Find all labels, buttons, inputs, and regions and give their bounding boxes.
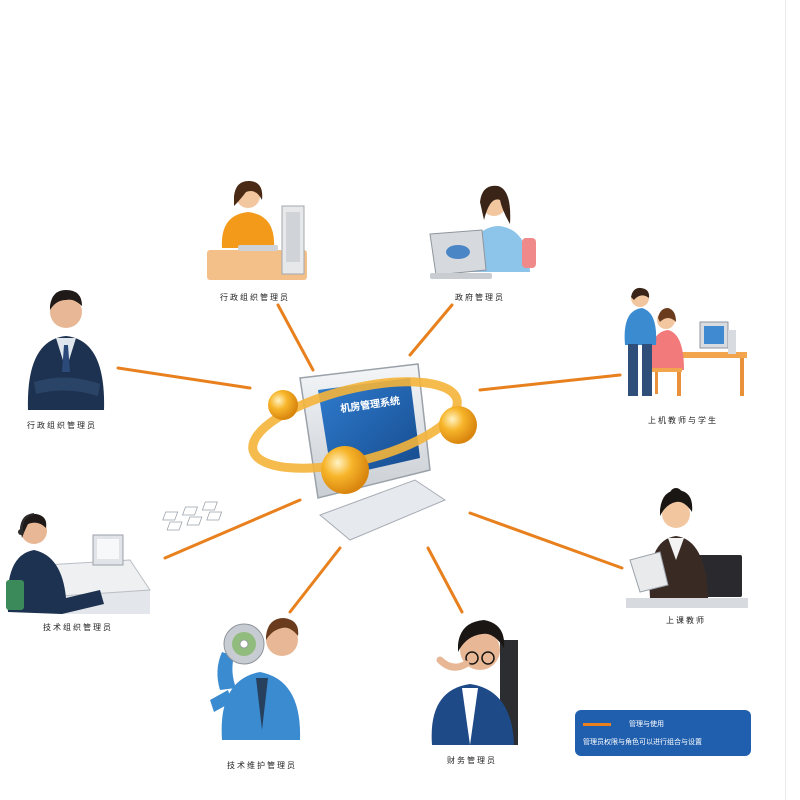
connector-bottom-center-left xyxy=(290,548,340,612)
figure-right xyxy=(625,288,747,396)
legend-row-line: 管理与使用 xyxy=(583,719,664,729)
node-label-top-left: 行政组织管理员 xyxy=(220,292,290,303)
connector-top-right xyxy=(410,305,452,355)
connector-left xyxy=(118,368,250,388)
figure-bottom-center-right xyxy=(432,620,518,745)
figure-left xyxy=(28,290,104,410)
legend-note: 管理员权限与角色可以进行组合与设置 xyxy=(583,737,702,747)
figure-bottom-right xyxy=(626,488,748,608)
figure-top-right xyxy=(430,186,536,279)
node-label-bottom-center-right: 财务管理员 xyxy=(447,755,497,766)
node-label-bottom-left: 技术组织管理员 xyxy=(43,622,113,633)
figure-bottom-left xyxy=(6,514,150,614)
orb-right xyxy=(439,406,477,444)
connector-top-left xyxy=(278,305,313,370)
orb-front xyxy=(321,446,369,494)
orb-left xyxy=(268,390,298,420)
node-label-top-right: 政府管理员 xyxy=(455,292,505,303)
connector-bottom-right xyxy=(470,513,622,568)
connector-bottom-center-right xyxy=(428,548,462,612)
connector-right xyxy=(480,375,620,390)
legend-box: 管理与使用 管理员权限与角色可以进行组合与设置 xyxy=(575,710,751,756)
node-label-bottom-center-left: 技术维护管理员 xyxy=(227,760,297,771)
figure-bottom-center-left xyxy=(210,618,300,740)
figure-top-left xyxy=(207,181,307,280)
legend-line-swatch xyxy=(583,723,611,726)
node-label-bottom-right: 上课教师 xyxy=(666,615,706,626)
node-label-left: 行政组织管理员 xyxy=(27,420,97,431)
node-label-right: 上机教师与学生 xyxy=(648,415,718,426)
legend-line-label: 管理与使用 xyxy=(629,719,664,729)
